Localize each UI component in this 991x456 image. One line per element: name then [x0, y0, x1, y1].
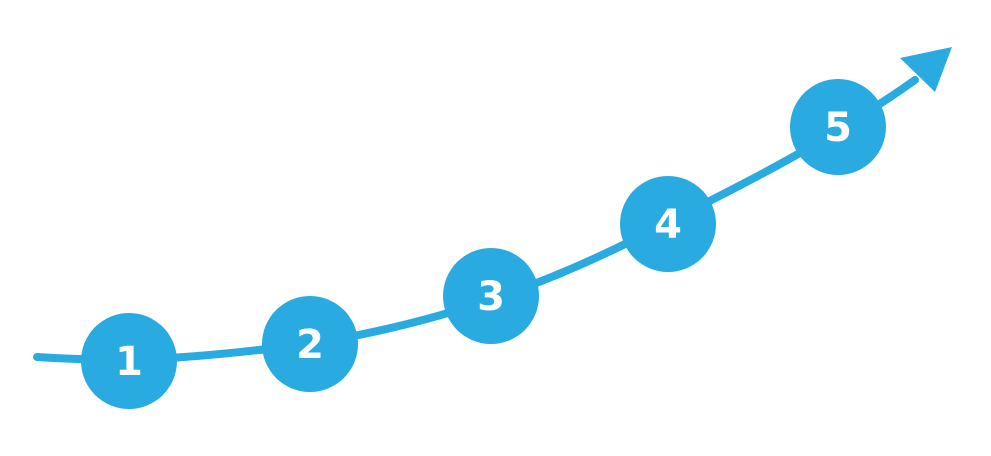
step-2-label: 2	[296, 322, 324, 368]
step-5-circle	[790, 79, 886, 175]
step-2: 2	[262, 296, 358, 392]
step-1-label: 1	[115, 339, 143, 385]
step-4-label: 4	[654, 202, 682, 248]
arrowhead-icon	[900, 47, 952, 92]
step-1: 1	[81, 313, 177, 409]
step-5: 5	[790, 79, 886, 175]
step-5-label: 5	[824, 105, 852, 151]
step-3-label: 3	[477, 274, 505, 320]
step-1-circle	[81, 313, 177, 409]
step-3: 3	[443, 248, 539, 344]
step-4-circle	[620, 176, 716, 272]
step-4: 4	[620, 176, 716, 272]
step-3-circle	[443, 248, 539, 344]
step-2-circle	[262, 296, 358, 392]
